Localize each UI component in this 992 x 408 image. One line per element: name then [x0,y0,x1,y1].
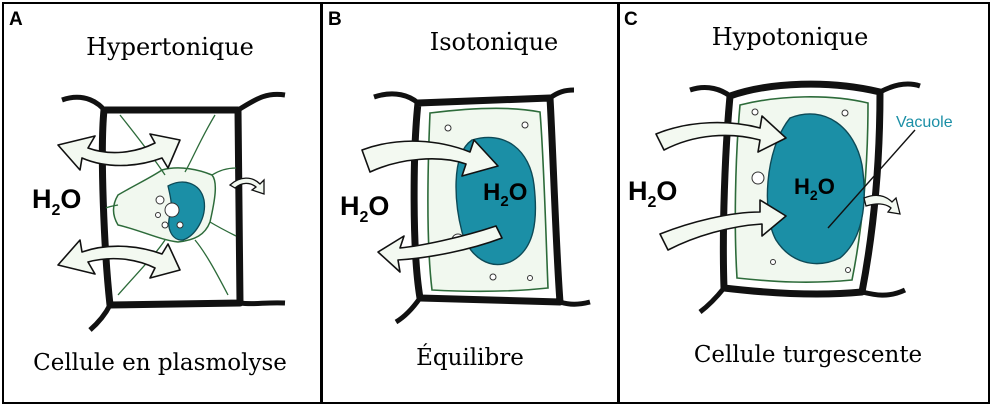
panel-a-title: Hypertonique [86,33,254,61]
panel-a-letter: A [9,9,23,30]
vacuole-water-label-c: H2O [794,174,835,203]
small-efflux-arrow-c [863,194,901,215]
water-efflux-arrow-b [377,225,503,273]
water-influx-arrow-top-c [655,115,787,153]
panel-b: B Isotonique H2O H2O Équilibre [321,2,619,404]
vacuole-label: Vacuole [896,114,953,131]
panel-c: C Hypotonique H2O H2O Vacuole Cellule [618,2,990,404]
panel-a-caption: Cellule en plasmolyse [33,350,287,376]
vacuole-water-label-b: H2O [483,179,527,210]
water-influx-arrow-bottom-c [659,199,787,251]
small-return-arrow-a [228,177,265,195]
panel-c-letter: C [624,9,638,30]
panel-b-title: Isotonique [430,28,559,56]
panel-c-title: Hypotonique [712,23,869,51]
panel-c-caption: Cellule turgescente [694,342,922,368]
panel-b-caption: Équilibre [416,344,524,371]
vacuole-pointer-line [827,129,916,229]
water-label-b: H2O [340,191,389,226]
panel-a: A Hypertonique [2,2,322,404]
water-efflux-arrow-bottom-a [57,239,181,279]
water-label-c: H2O [628,176,677,211]
vacuole-c [766,113,865,265]
water-influx-arrow-b [361,139,499,177]
water-label-a: H2O [32,184,81,219]
panel-b-letter: B [328,9,342,30]
plasmolysed-cytoplasm-a [105,114,237,296]
water-efflux-arrow-top-a [57,133,181,171]
